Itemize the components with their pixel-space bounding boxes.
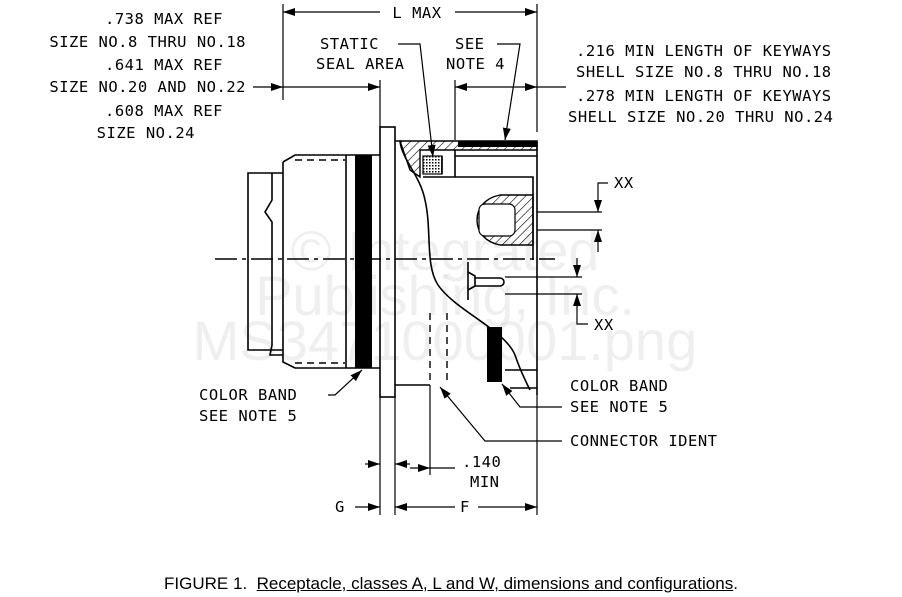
xx-label: XX: [614, 174, 634, 192]
static-seal-label: STATIC: [320, 35, 379, 53]
xx-label: XX: [594, 316, 614, 334]
ref-label: .641 MAX REF: [105, 56, 223, 74]
connector-body: [215, 126, 555, 398]
g-label: G: [335, 498, 345, 516]
min-140-label: MIN: [470, 473, 500, 491]
max-ref-labels: .738 MAX REF SIZE NO.8 THRU NO.18 .641 M…: [49, 10, 381, 142]
bottom-dimensions: .140 MIN G F: [335, 385, 538, 516]
keyway-labels: .216 MIN LENGTH OF KEYWAYS SHELL SIZE NO…: [454, 42, 833, 140]
static-seal-label: SEAL AREA: [316, 55, 405, 73]
keyway-label: .278 MIN LENGTH OF KEYWAYS: [576, 87, 832, 105]
l-max-dimension: L MAX: [282, 4, 538, 132]
color-band-label: SEE NOTE 5: [199, 407, 297, 425]
ref-label: .608 MAX REF: [105, 102, 223, 120]
color-band-label: COLOR BAND: [199, 386, 297, 404]
connector-ident-label: CONNECTOR IDENT: [570, 432, 717, 450]
caption-title: Receptacle, classes A, L and W, dimensio…: [256, 574, 734, 593]
color-band-label: COLOR BAND: [570, 377, 668, 395]
seal-note-labels: STATIC SEAL AREA SEE NOTE 4: [316, 35, 521, 158]
see-note-4-label: SEE: [455, 35, 485, 53]
caption-suffix: .: [733, 574, 738, 593]
keyway-label: SHELL SIZE NO.8 THRU NO.18: [576, 63, 832, 81]
ref-label: .738 MAX REF: [105, 10, 223, 28]
l-max-label: L MAX: [392, 4, 441, 22]
keyway-label: .216 MIN LENGTH OF KEYWAYS: [576, 42, 832, 60]
xx-dimensions: XX XX: [505, 174, 634, 334]
ref-label: SIZE NO.8 THRU NO.18: [49, 33, 246, 51]
min-140-label: .140: [462, 453, 501, 471]
ref-label: SIZE NO.20 AND NO.22: [49, 78, 246, 96]
watermark: © Integrated Publishing, Inc. MS34710000…: [193, 219, 697, 372]
callouts: COLOR BAND SEE NOTE 5 COLOR BAND SEE NOT…: [199, 369, 717, 450]
caption-prefix: FIGURE 1.: [164, 574, 248, 593]
figure-caption: FIGURE 1. Receptacle, classes A, L and W…: [0, 574, 902, 594]
watermark-line: Publishing, Inc.: [255, 264, 635, 327]
watermark-line: MS3471000001.png: [193, 309, 697, 372]
color-band-label: SEE NOTE 5: [570, 398, 668, 416]
ref-label: SIZE NO.24: [97, 124, 195, 142]
see-note-4-label: NOTE 4: [446, 55, 505, 73]
f-label: F: [460, 498, 470, 516]
keyway-label: SHELL SIZE NO.20 THRU NO.24: [568, 108, 833, 126]
